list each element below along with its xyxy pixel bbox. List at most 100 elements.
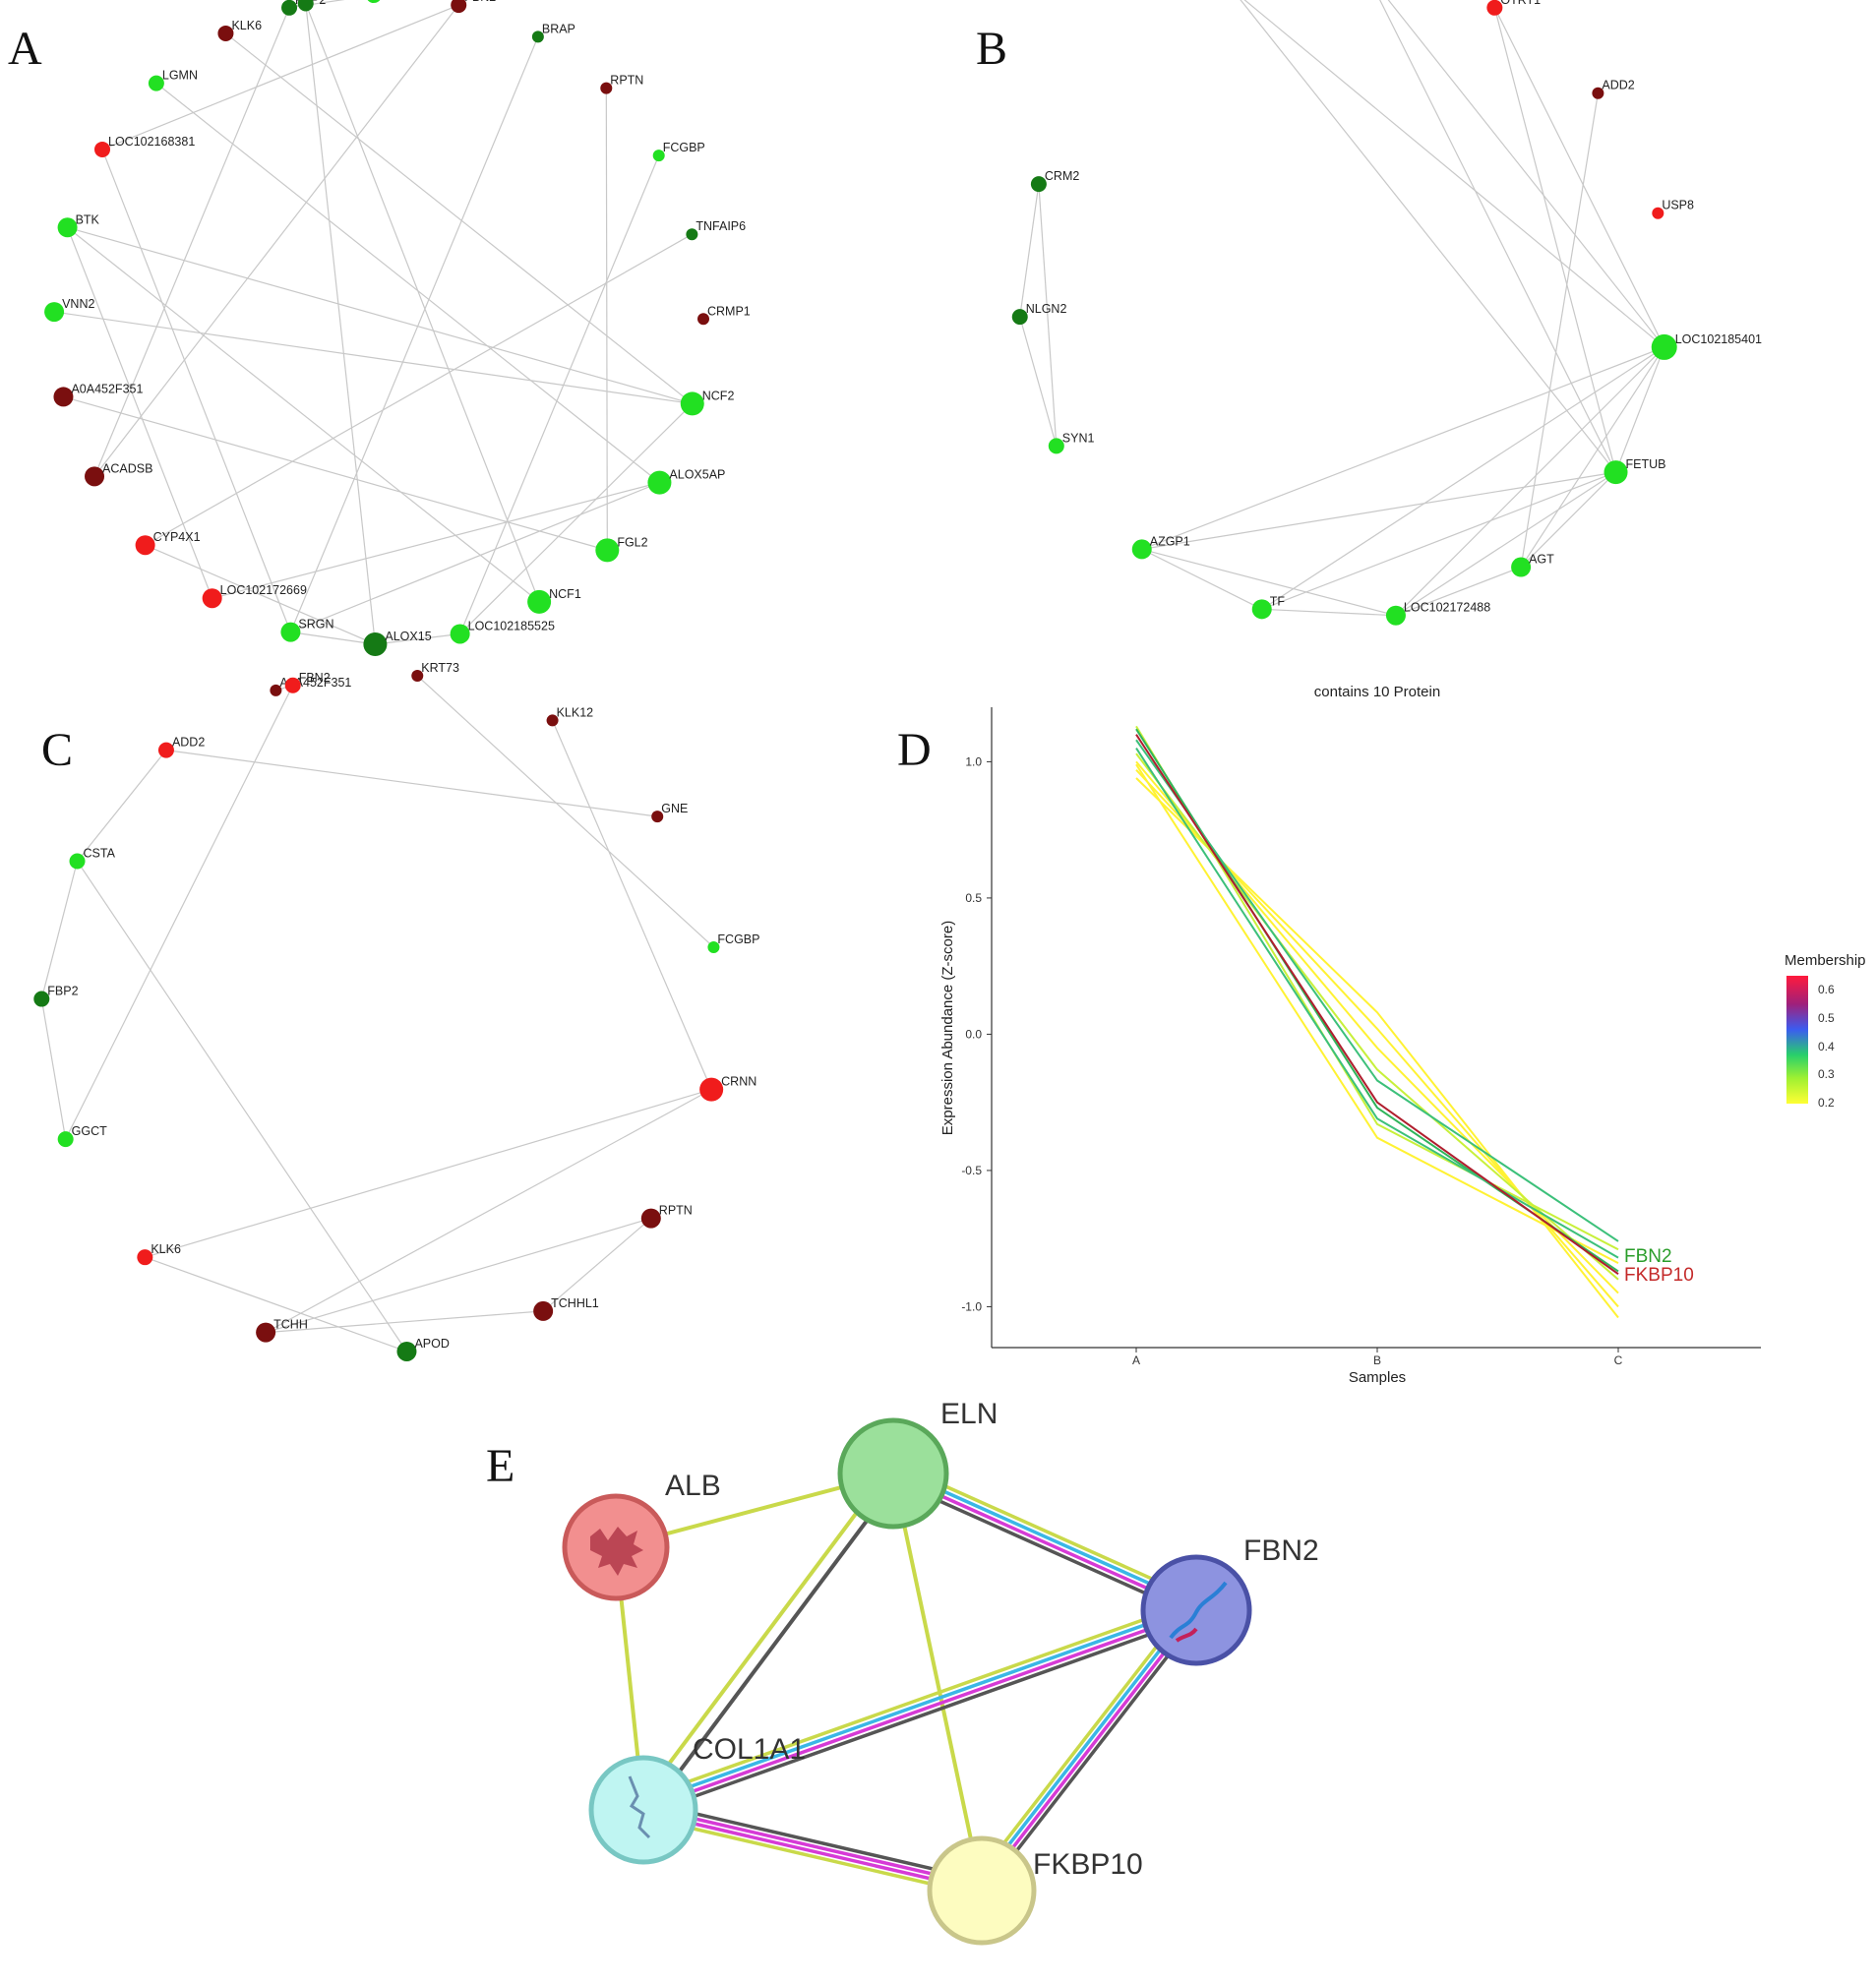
node-label: KLK6 (231, 19, 262, 32)
edge-tchh-tchhl1 (266, 1310, 544, 1334)
x-axis-title: Samples (1349, 1369, 1406, 1386)
node-marker (1651, 333, 1677, 360)
node-marker (707, 940, 720, 953)
edge-agt-loc102185401 (1520, 346, 1665, 568)
edge-eln-fkbp10 (891, 1473, 984, 1892)
node-label: ALOX5AP (669, 468, 725, 482)
node-marker (1592, 87, 1604, 99)
node-marker (363, 631, 388, 656)
edge-fbn2-col1a1 (638, 1600, 1199, 1816)
node-loc102185525: LOC102185525 (450, 619, 555, 644)
node-tchhl1: TCHHL1 (533, 1296, 599, 1321)
node-label: OTRT1 (1500, 0, 1541, 7)
edge-klk12-crnn (552, 720, 712, 1090)
node-lgmn: LGMN (148, 69, 198, 91)
edge-fcgbp-loc102185525 (459, 154, 660, 634)
node-gne: GNE (651, 802, 688, 823)
node-label: CRNN (721, 1075, 756, 1089)
node-label: FGL2 (617, 535, 647, 549)
node-marker (696, 313, 709, 326)
legend-tick: 0.4 (1818, 1040, 1835, 1053)
node-fcgbp: FCGBP (707, 932, 759, 953)
node-marker (270, 684, 282, 696)
edge-crnn-klk6 (145, 1089, 712, 1258)
edge-fbp2-ggct (40, 998, 67, 1140)
node-acadsb: ACADSB (85, 461, 152, 487)
edge-add2-gne (165, 750, 658, 817)
node-syn1: SYN1 (1048, 431, 1095, 454)
node-crmp1: CRMP1 (696, 304, 751, 326)
edge-ncf2-loc102185525 (459, 402, 694, 634)
node-label: BRAP (542, 22, 575, 35)
legend-title: Membership (1785, 952, 1866, 969)
node-label: TCHHL1 (551, 1296, 599, 1310)
legend-tick: 0.5 (1818, 1011, 1835, 1025)
node-marker (69, 853, 86, 870)
x-tick-label: C (1614, 1353, 1623, 1367)
edge-csta-fbp2 (40, 861, 79, 999)
edge-tnfaip6-cyp4x1 (145, 233, 693, 546)
edge-loc102174926-loc102185401 (1243, 0, 1665, 348)
node-label: CRMP1 (707, 304, 751, 318)
node-fbn2: FBN2 (284, 671, 331, 693)
node-klk6: KLK6 (217, 19, 262, 41)
node-marker (57, 217, 78, 238)
string-node-fkbp10 (927, 1835, 1037, 1946)
y-axis-title: Expression Abundance (Z-score) (939, 921, 956, 1135)
edge-btk-loc102172669 (67, 227, 213, 599)
node-label: GGCT (72, 1124, 107, 1138)
node-marker (1030, 176, 1047, 193)
edge-cyp4x1-alox15 (145, 544, 376, 645)
edge-klk6-apod (145, 1256, 407, 1353)
string-node-col1a1 (588, 1755, 698, 1865)
edge-azgp1-fetub (1141, 471, 1616, 550)
node-marker (1486, 0, 1503, 16)
node-label: LOC102168381 (108, 135, 195, 149)
node-label: AZGP1 (1150, 534, 1190, 548)
edge-otrt1-fetub (1493, 7, 1617, 473)
node-fbp2: FBP2 (33, 985, 79, 1007)
edge-rptn-tchhl1 (542, 1218, 652, 1312)
string-label-col1a1: COL1A1 (693, 1733, 806, 1766)
edge-azgp1-loc102185401 (1141, 346, 1664, 550)
node-label: TCHH (273, 1318, 308, 1332)
node-label: CSTA (84, 847, 116, 861)
edge-a0a452f351-fgl2 (63, 395, 608, 551)
node-apod: APOD (367, 0, 381, 4)
edge-loc102174291-fetub (1379, 0, 1617, 473)
node-marker (44, 302, 65, 323)
string-node-eln (837, 1417, 949, 1530)
node-label: A0A452F351 (71, 382, 143, 395)
node-label: NCF1 (549, 587, 581, 601)
node-marker (411, 670, 424, 683)
string-edges (614, 1463, 1201, 1897)
node-label: LOC102185525 (468, 619, 555, 632)
node-loc102172488: LOC102172488 (1385, 601, 1490, 626)
node-cyp4x1: CYP4X1 (135, 530, 201, 556)
node-marker (135, 535, 155, 556)
edge-nox5-ncf1 (305, 3, 540, 603)
node-label: RPTN (610, 74, 643, 88)
node-fetub: FETUB (1604, 457, 1666, 485)
string-network: ALB ELN FBN2 COL1A1 FKBP10 (562, 1398, 1319, 1946)
node-label: USP8 (1662, 199, 1694, 212)
node-label: FBN2 (464, 0, 496, 4)
legend-tick: 0.6 (1818, 983, 1835, 996)
node-label: NLGN2 (1026, 302, 1067, 316)
edge-rptn-tchh (265, 1218, 651, 1334)
edge-loc102168381-srgn (101, 149, 291, 632)
node-label: CYP4X1 (153, 530, 201, 544)
series-label-fbn2: FBN2 (1624, 1246, 1672, 1267)
node-btk: BTK (57, 212, 100, 238)
node-label: TF (1270, 594, 1286, 608)
node-label: FCGBP (717, 932, 759, 946)
node-tchh: TCHH (256, 1318, 308, 1343)
edge-lgmn-alox5ap (155, 83, 660, 484)
edge-fbp2-acadsb (93, 7, 290, 477)
legend-tick: 0.2 (1818, 1096, 1835, 1110)
y-tick-label: 0.5 (965, 891, 982, 905)
node-srgn: SRGN (280, 618, 334, 642)
edge-fetub-loc102185401 (1614, 346, 1665, 473)
edge-crm2-syn1 (1038, 184, 1058, 447)
